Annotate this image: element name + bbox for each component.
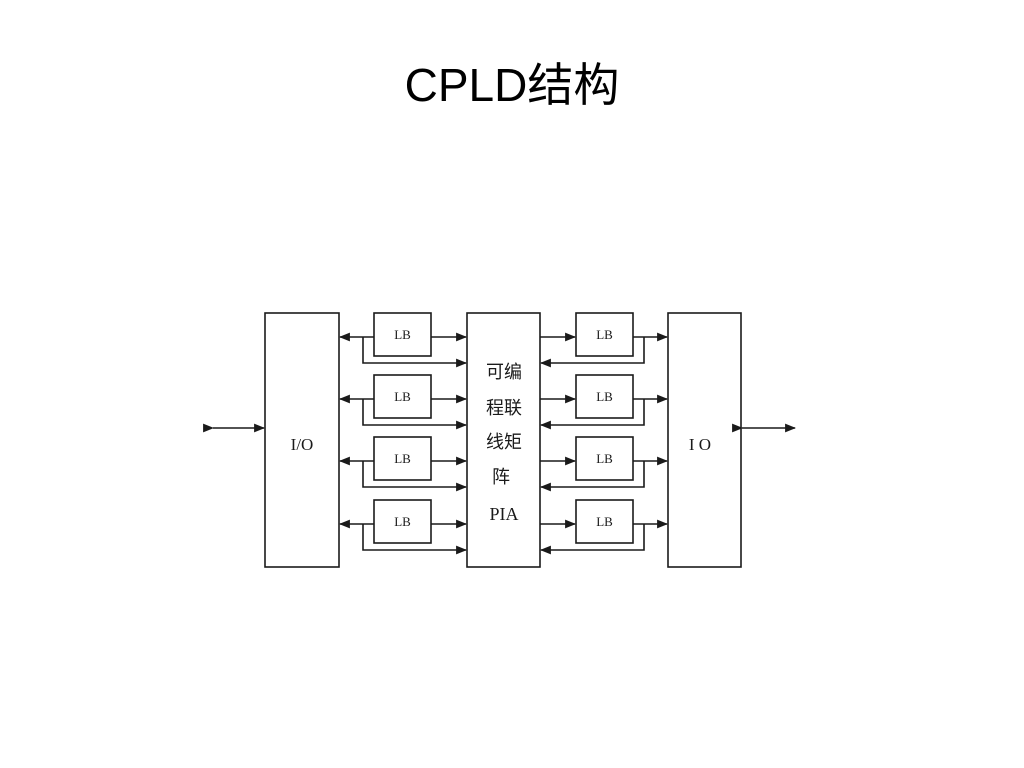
- lb-right-2-feedback-arrow: [539, 399, 645, 430]
- io-block-right: [667, 312, 742, 568]
- logic-block-right-3-label: LB: [596, 451, 613, 466]
- lb-left-3-feedback-arrow: [362, 461, 468, 492]
- lb-left-1-feedback-arrow: [362, 337, 468, 368]
- io-block-left: [264, 312, 340, 568]
- logic-block-left-2: [373, 374, 432, 419]
- slide-title: CPLD结构: [404, 59, 620, 111]
- logic-block-left-1: [373, 312, 432, 357]
- lb-right-3-feedback-arrow: [539, 461, 645, 492]
- logic-block-right-2-label: LB: [596, 389, 613, 404]
- logic-block-right-1-label: LB: [596, 327, 613, 342]
- logic-block-layer: LB LB LB LB LB LB LB LB: [338, 312, 669, 555]
- lb-right-4-feedback-arrow: [539, 524, 645, 555]
- pia-label-line-5: PIA: [489, 504, 518, 524]
- pia-block: [466, 312, 541, 568]
- logic-block-right-3: [575, 436, 634, 481]
- pia-label-line-4: 阵: [492, 467, 510, 487]
- lb-left-4-feedback-arrow: [362, 524, 468, 555]
- logic-block-right-4-label: LB: [596, 514, 613, 529]
- io-right-label: I O: [689, 435, 711, 454]
- pia-label-line-1: 可编: [486, 362, 522, 382]
- lb-left-2-feedback-arrow: [362, 399, 468, 430]
- logic-block-right-2: [575, 374, 634, 419]
- logic-block-left-3-label: LB: [394, 451, 411, 466]
- io-left-label: I/O: [291, 435, 314, 454]
- logic-block-left-4: [373, 499, 432, 544]
- logic-block-left-3: [373, 436, 432, 481]
- logic-block-left-2-label: LB: [394, 389, 411, 404]
- lb-right-1-feedback-arrow: [539, 337, 645, 368]
- logic-block-left-4-label: LB: [394, 514, 411, 529]
- pia-label-line-3: 线矩: [486, 432, 522, 452]
- logic-block-left-1-label: LB: [394, 327, 411, 342]
- pia-label-line-2: 程联: [486, 398, 522, 418]
